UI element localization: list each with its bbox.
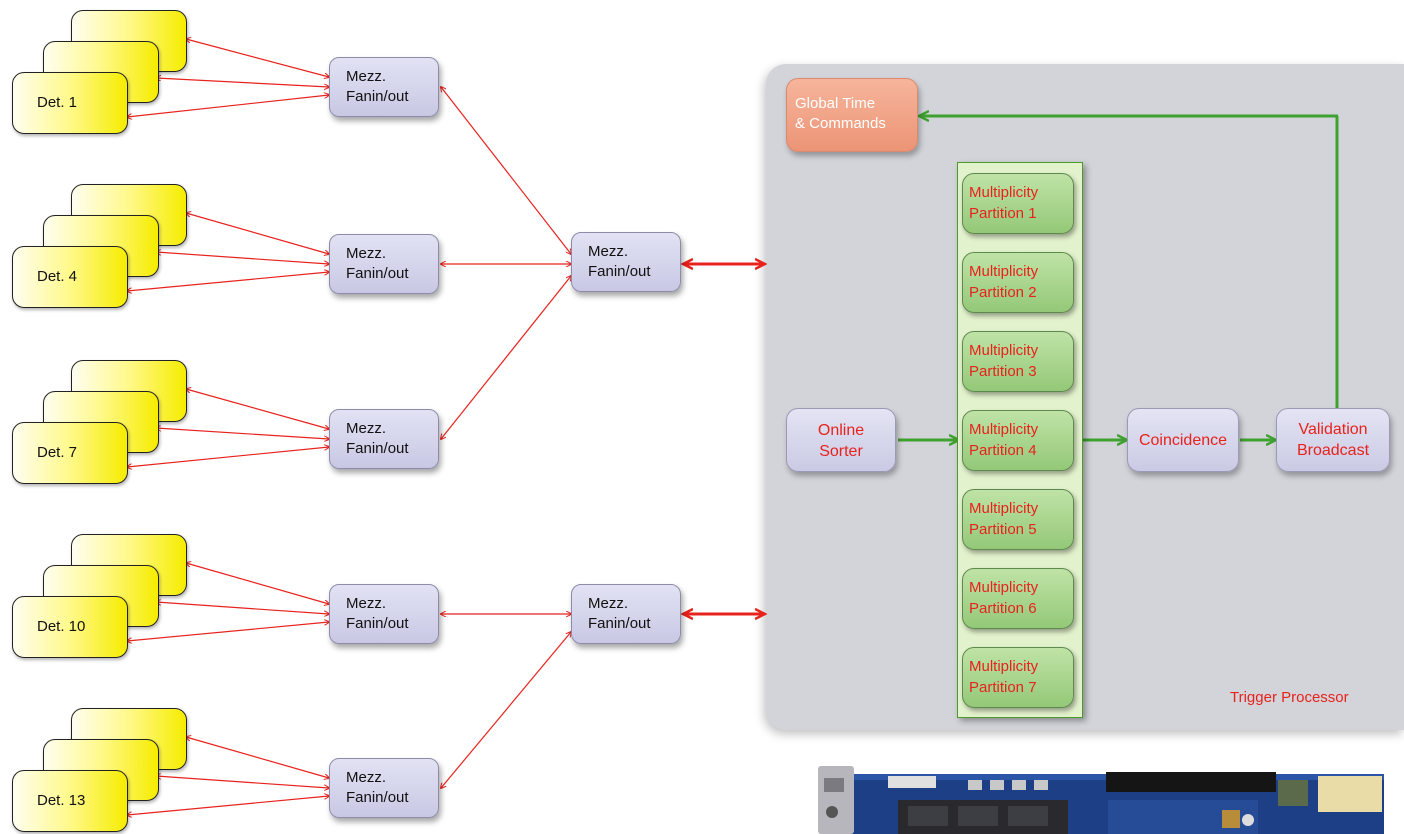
detector-card: Det. 10 — [12, 596, 128, 658]
mezz-line2: Fanin/out — [346, 88, 409, 105]
detector-label: Det. 13 — [37, 792, 86, 809]
detector-label: Det. 10 — [37, 618, 86, 635]
mezz-fanout-13: Mezz. Fanin/out — [329, 758, 439, 818]
online-sorter-line1: Online — [817, 422, 865, 439]
link-line — [156, 776, 329, 788]
mezz-line1: Mezz. — [346, 595, 387, 612]
link-line — [127, 622, 329, 641]
mezz-line2: Fanin/out — [346, 615, 409, 632]
global-time-commands-box: Global Time & Commands — [786, 78, 918, 152]
multiplicity-partition-3: Multiplicity Partition 3 — [962, 331, 1074, 392]
detector-label: Det. 4 — [37, 268, 78, 285]
link-line — [127, 447, 329, 467]
link-line — [186, 563, 329, 604]
detector-label: Det. 1 — [37, 94, 78, 111]
link-line — [156, 252, 329, 264]
validation-line2: Broadcast — [1296, 442, 1370, 459]
detector-card: Det. 1 — [12, 72, 128, 134]
mezz-line1: Mezz. — [346, 245, 387, 262]
mezz-fanout-upper: Mezz. Fanin/out — [571, 232, 681, 292]
link-line — [441, 632, 571, 788]
mezz-line2: Fanin/out — [346, 265, 409, 282]
partition-line2: Partition 7 — [969, 679, 1037, 696]
partition-line2: Partition 3 — [969, 363, 1037, 380]
global-time-line2: & Commands — [795, 115, 886, 132]
partition-line1: Multiplicity — [969, 500, 1039, 517]
partition-line1: Multiplicity — [969, 658, 1039, 675]
detector-label: Det. 7 — [37, 444, 78, 461]
online-sorter-box: Online Sorter — [786, 408, 896, 472]
online-sorter-line2: Sorter — [819, 443, 863, 460]
link-line — [156, 602, 329, 614]
mezz-fanout-10: Mezz. Fanin/out — [329, 584, 439, 644]
link-line — [127, 796, 329, 815]
partition-line1: Multiplicity — [969, 263, 1039, 280]
mezz-line2: Fanin/out — [346, 789, 409, 806]
mezz-line2: Fanin/out — [346, 440, 409, 457]
mezz-line2: Fanin/out — [588, 263, 651, 280]
mezz-line1: Mezz. — [588, 595, 629, 612]
mezz-line1: Mezz. — [346, 68, 387, 85]
mezz-line1: Mezz. — [588, 243, 629, 260]
mezz-line1: Mezz. — [346, 420, 387, 437]
link-line — [156, 78, 329, 87]
partition-line1: Multiplicity — [969, 184, 1039, 201]
mezz-line1: Mezz. — [346, 769, 387, 786]
link-line — [186, 213, 329, 254]
validation-line1: Validation — [1298, 421, 1368, 438]
mezz-line2: Fanin/out — [588, 615, 651, 632]
mezz-fanout-1: Mezz. Fanin/out — [329, 57, 439, 117]
global-time-line1: Global Time — [795, 95, 876, 112]
multiplicity-partition-6: Multiplicity Partition 6 — [962, 568, 1074, 629]
link-line — [186, 39, 329, 77]
coincidence-box: Coincidence — [1127, 408, 1239, 472]
detector-card: Det. 7 — [12, 422, 128, 484]
partition-line1: Multiplicity — [969, 342, 1039, 359]
link-line — [186, 389, 329, 429]
mezz-fanout-lower: Mezz. Fanin/out — [571, 584, 681, 644]
mezz-fanout-4: Mezz. Fanin/out — [329, 234, 439, 294]
link-line — [441, 276, 571, 439]
trigger-processor-panel — [766, 64, 1404, 730]
partition-line1: Multiplicity — [969, 421, 1039, 438]
link-line — [441, 87, 571, 254]
link-line — [127, 95, 329, 117]
link-line — [186, 737, 329, 778]
link-line — [156, 428, 329, 439]
link-line — [127, 272, 329, 291]
partition-line2: Partition 4 — [969, 442, 1037, 459]
partition-line2: Partition 1 — [969, 205, 1037, 222]
multiplicity-partition-1: Multiplicity Partition 1 — [962, 173, 1074, 234]
multiplicity-partition-5: Multiplicity Partition 5 — [962, 489, 1074, 550]
pcb-board-image — [818, 766, 1384, 834]
partition-line2: Partition 5 — [969, 521, 1037, 538]
multiplicity-partition-4: Multiplicity Partition 4 — [962, 410, 1074, 471]
mezz-fanout-7: Mezz. Fanin/out — [329, 409, 439, 469]
partition-line2: Partition 6 — [969, 600, 1037, 617]
multiplicity-partition-7: Multiplicity Partition 7 — [962, 647, 1074, 708]
coincidence-label: Coincidence — [1138, 432, 1228, 449]
multiplicity-partition-2: Multiplicity Partition 2 — [962, 252, 1074, 313]
detector-card: Det. 13 — [12, 770, 128, 832]
partition-line2: Partition 2 — [969, 284, 1037, 301]
detector-card: Det. 4 — [12, 246, 128, 308]
partition-line1: Multiplicity — [969, 579, 1039, 596]
trigger-processor-label: Trigger Processor — [1230, 689, 1349, 706]
validation-broadcast-box: Validation Broadcast — [1276, 408, 1390, 472]
